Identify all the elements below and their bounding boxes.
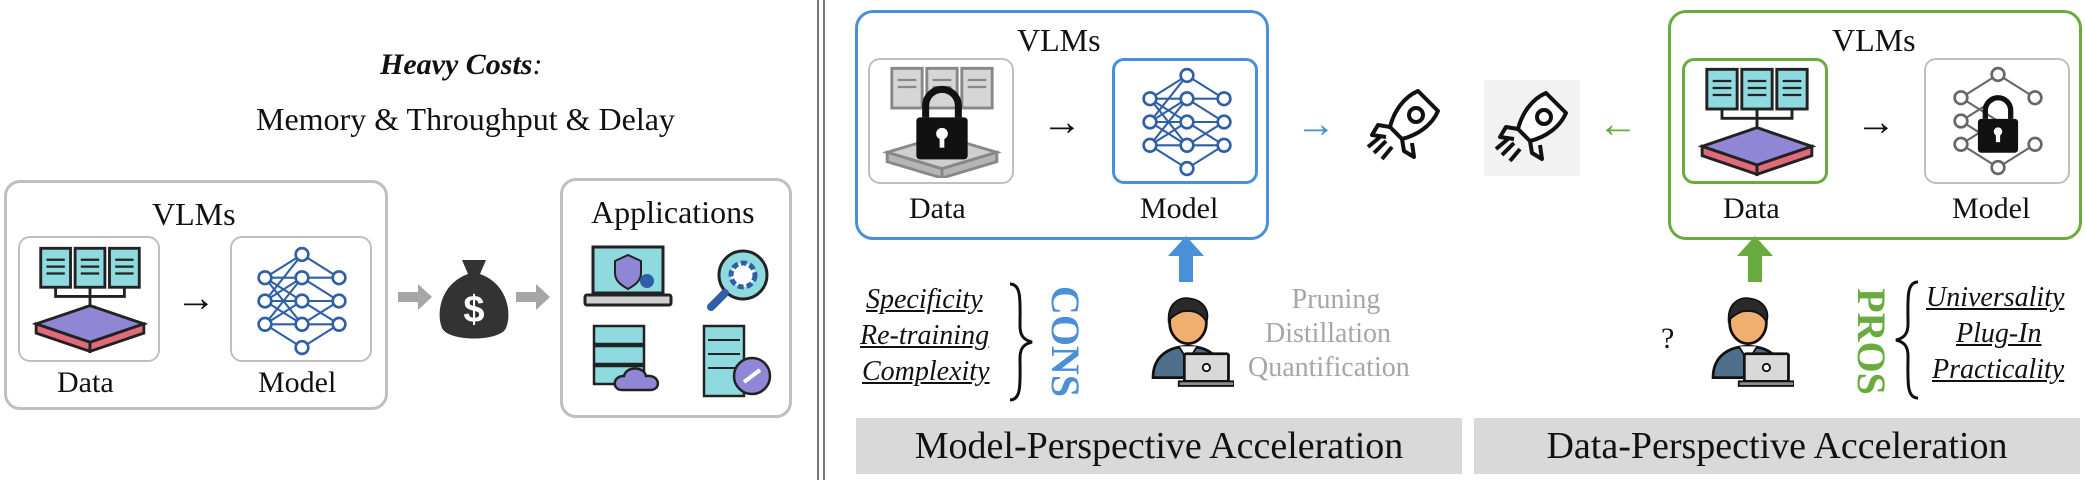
method-item: Quantification — [1248, 352, 1410, 383]
server-link-icon — [702, 324, 772, 398]
svg-text:$: $ — [463, 289, 484, 331]
vlms-title: VLMs — [1832, 22, 1916, 58]
pros-label: PROS — [1848, 288, 1894, 395]
neural-net-icon — [1142, 67, 1232, 177]
locked-data-box — [868, 58, 1014, 184]
rocket-icon — [1484, 80, 1580, 176]
data-box — [18, 236, 160, 362]
vlms-box — [4, 180, 388, 410]
model-perspective-banner: Model-Perspective Acceleration — [856, 418, 1462, 474]
data-label: Data — [909, 192, 966, 225]
question-mark: ? — [1661, 322, 1675, 355]
blue-arrow-right-icon: → — [1296, 101, 1336, 146]
laptop-security-icon — [583, 245, 673, 307]
model-label: Model — [258, 366, 337, 399]
search-gear-icon — [707, 249, 769, 311]
model-label: Model — [1952, 192, 2031, 225]
applications-box — [560, 178, 792, 418]
method-item: Distillation — [1265, 318, 1391, 349]
cons-item: Complexity — [862, 356, 990, 387]
person-laptop-icon — [1711, 296, 1794, 388]
person-laptop-icon — [1151, 296, 1234, 388]
green-up-arrow-icon — [1737, 236, 1773, 282]
vlms-title: VLMs — [152, 196, 236, 232]
cons-item: Specificity — [866, 284, 983, 315]
model-box — [230, 236, 372, 362]
neural-net-icon — [257, 246, 347, 356]
vlms-title: VLMs — [1017, 22, 1101, 58]
rocket-icon — [1366, 89, 1440, 161]
heavy-costs-title: Heavy Costs: — [380, 48, 542, 82]
data-label: Data — [57, 366, 114, 399]
active-data-box — [1682, 58, 1828, 184]
arrow-right-icon: → — [1042, 99, 1082, 144]
panel-divider — [817, 0, 819, 480]
arrow-right-icon: → — [1856, 99, 1896, 144]
method-item: Pruning — [1291, 284, 1381, 315]
pros-item: Plug-In — [1956, 318, 2042, 349]
locked-model-box — [1924, 58, 2070, 184]
data-label: Data — [1723, 192, 1780, 225]
locked-data-icon — [882, 66, 1002, 178]
server-cloud-icon — [592, 324, 659, 392]
active-model-box — [1112, 58, 1258, 184]
data-vlms-box — [1668, 10, 2082, 240]
heavy-costs-label: Heavy Costs — [380, 48, 533, 81]
applications-title: Applications — [591, 194, 755, 230]
blue-up-arrow-icon — [1168, 236, 1204, 282]
cons-label: CONS — [1043, 285, 1089, 398]
model-vlms-box — [855, 10, 1269, 240]
pros-item: Universality — [1926, 282, 2065, 313]
green-arrow-left-icon: ← — [1598, 101, 1638, 146]
pros-item: Practicality — [1932, 354, 2065, 385]
panel-divider — [823, 0, 825, 480]
gray-arrow-icon — [398, 284, 432, 310]
gray-arrow-icon — [516, 284, 550, 310]
right-brace-icon — [1009, 282, 1033, 402]
cons-item: Re-training — [860, 320, 990, 351]
left-brace-icon — [1895, 280, 1919, 400]
data-perspective-banner: Data-Perspective Acceleration — [1474, 418, 2080, 474]
costs-detail: Memory & Throughput & Delay — [256, 101, 675, 137]
locked-model-icon — [1948, 66, 2048, 176]
data-icon — [34, 246, 146, 353]
money-bag-icon: $ — [439, 260, 509, 339]
data-icon — [1700, 67, 1814, 176]
model-label: Model — [1140, 192, 1219, 225]
heavy-costs-colon: : — [532, 48, 543, 81]
arrow-right-icon: → — [176, 275, 216, 320]
